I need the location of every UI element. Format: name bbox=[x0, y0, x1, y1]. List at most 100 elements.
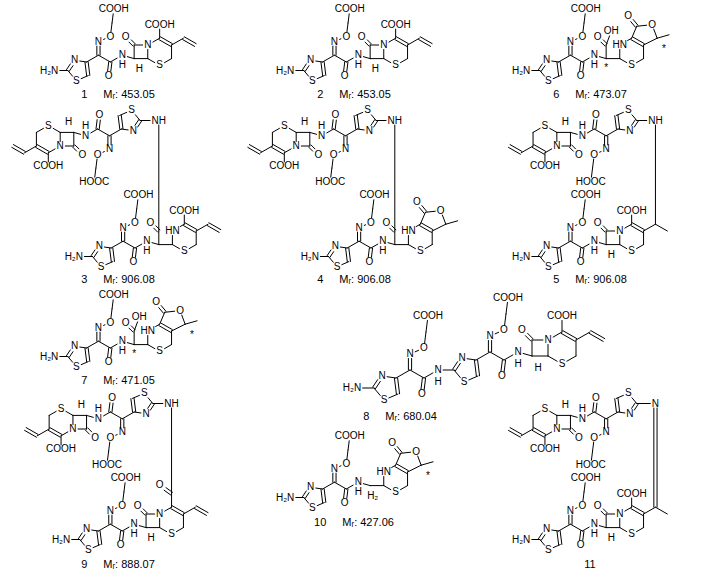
bond-line bbox=[348, 14, 349, 23]
bond-line bbox=[395, 29, 396, 38]
atom-label: N bbox=[553, 141, 560, 151]
atom-label: O bbox=[105, 71, 113, 81]
bond-line bbox=[539, 250, 543, 256]
bond-line bbox=[110, 129, 122, 136]
bond-line bbox=[618, 398, 620, 412]
atom-label: H₂N bbox=[276, 493, 294, 503]
bond-line bbox=[599, 243, 606, 245]
bond-line bbox=[567, 356, 576, 361]
atom-label: O bbox=[577, 540, 585, 550]
atom-label: H bbox=[608, 250, 615, 260]
atom-label: S bbox=[98, 262, 105, 272]
atom-label: NH bbox=[152, 116, 166, 126]
bond-line bbox=[368, 248, 369, 257]
atom-label: N bbox=[332, 241, 339, 251]
bond-line bbox=[183, 40, 195, 47]
bond-line bbox=[360, 232, 361, 241]
bond-line bbox=[336, 46, 337, 55]
bond-line bbox=[296, 70, 304, 71]
atom-label: HOOC bbox=[92, 460, 122, 470]
bond-line bbox=[532, 340, 543, 341]
bond-line bbox=[296, 132, 310, 133]
bond-line bbox=[304, 498, 309, 504]
atom-label: NH bbox=[388, 116, 402, 126]
bond-line bbox=[134, 58, 148, 59]
bond-line bbox=[120, 112, 127, 115]
bond-line bbox=[80, 61, 87, 63]
bond-line bbox=[110, 248, 112, 262]
bond-line bbox=[87, 415, 94, 417]
bond-line bbox=[85, 62, 87, 76]
atom-label: N bbox=[82, 131, 89, 141]
atom-label: S bbox=[381, 395, 388, 405]
atom-label: S bbox=[628, 529, 635, 539]
bond-line bbox=[347, 241, 359, 248]
bond-line bbox=[532, 539, 540, 540]
bond-line bbox=[158, 125, 159, 231]
bond-line bbox=[120, 531, 121, 540]
atom-label: N bbox=[652, 399, 659, 409]
atom-label: O bbox=[122, 32, 130, 42]
bond-line bbox=[552, 61, 559, 63]
atom-label: N bbox=[71, 341, 78, 351]
atom-label: N bbox=[307, 482, 314, 492]
bond-line bbox=[108, 515, 109, 524]
atom-label: N bbox=[567, 37, 574, 47]
atom-label: O bbox=[413, 197, 421, 207]
bond-line bbox=[159, 244, 173, 245]
bond-line bbox=[584, 200, 585, 209]
bond-line bbox=[632, 115, 637, 121]
bond-line bbox=[599, 57, 606, 59]
bond-line bbox=[540, 71, 545, 77]
bond-line bbox=[111, 515, 112, 524]
bond-line bbox=[171, 509, 183, 516]
bond-line bbox=[150, 404, 154, 410]
bond-line bbox=[576, 332, 590, 340]
atom-label: O bbox=[134, 501, 142, 511]
bond-line bbox=[320, 256, 328, 257]
bond-line bbox=[591, 331, 605, 339]
bond-line bbox=[36, 132, 37, 146]
atom-label: H bbox=[355, 60, 362, 70]
bond-line bbox=[396, 370, 410, 378]
bond-line bbox=[172, 324, 186, 331]
bond-line bbox=[329, 257, 334, 263]
atom-label: H₂N bbox=[40, 352, 58, 362]
atom-label: S bbox=[45, 121, 52, 131]
compound-number: 5 bbox=[553, 274, 559, 285]
bond-line bbox=[284, 149, 291, 153]
bond-line bbox=[153, 38, 160, 42]
atom-label: N bbox=[486, 331, 493, 341]
atom-label: N bbox=[83, 524, 90, 534]
bond-line bbox=[560, 531, 562, 545]
bond-line bbox=[400, 59, 407, 63]
atom-label: OH bbox=[604, 26, 619, 36]
bond-line bbox=[185, 321, 197, 324]
bond-line bbox=[81, 76, 88, 79]
atom-label: S bbox=[128, 105, 135, 115]
atom-label: N bbox=[107, 506, 114, 516]
atom-label: S bbox=[58, 404, 65, 414]
bond-line bbox=[99, 120, 100, 129]
bond-line bbox=[643, 45, 644, 59]
bond-line bbox=[112, 403, 113, 412]
bond-line bbox=[501, 360, 502, 372]
bond-line bbox=[389, 38, 396, 42]
bond-line bbox=[396, 464, 408, 471]
bond-line bbox=[91, 250, 95, 256]
bond-line bbox=[305, 66, 309, 72]
atom-label: COOH bbox=[617, 206, 647, 216]
bond-line bbox=[108, 348, 109, 357]
bond-line bbox=[488, 341, 489, 353]
atom-label: N bbox=[119, 336, 126, 346]
atom-label: COOH bbox=[335, 431, 365, 441]
molecular-mass: Mᵣ: 427.06 bbox=[342, 517, 394, 528]
atom-label: N bbox=[616, 509, 623, 519]
bond-line bbox=[371, 115, 376, 121]
bond-line bbox=[506, 303, 507, 315]
bond-line bbox=[183, 514, 184, 528]
bond-line bbox=[606, 58, 620, 59]
bond-line bbox=[557, 248, 559, 262]
atom-label: S bbox=[625, 105, 632, 115]
bond-line bbox=[654, 29, 657, 38]
